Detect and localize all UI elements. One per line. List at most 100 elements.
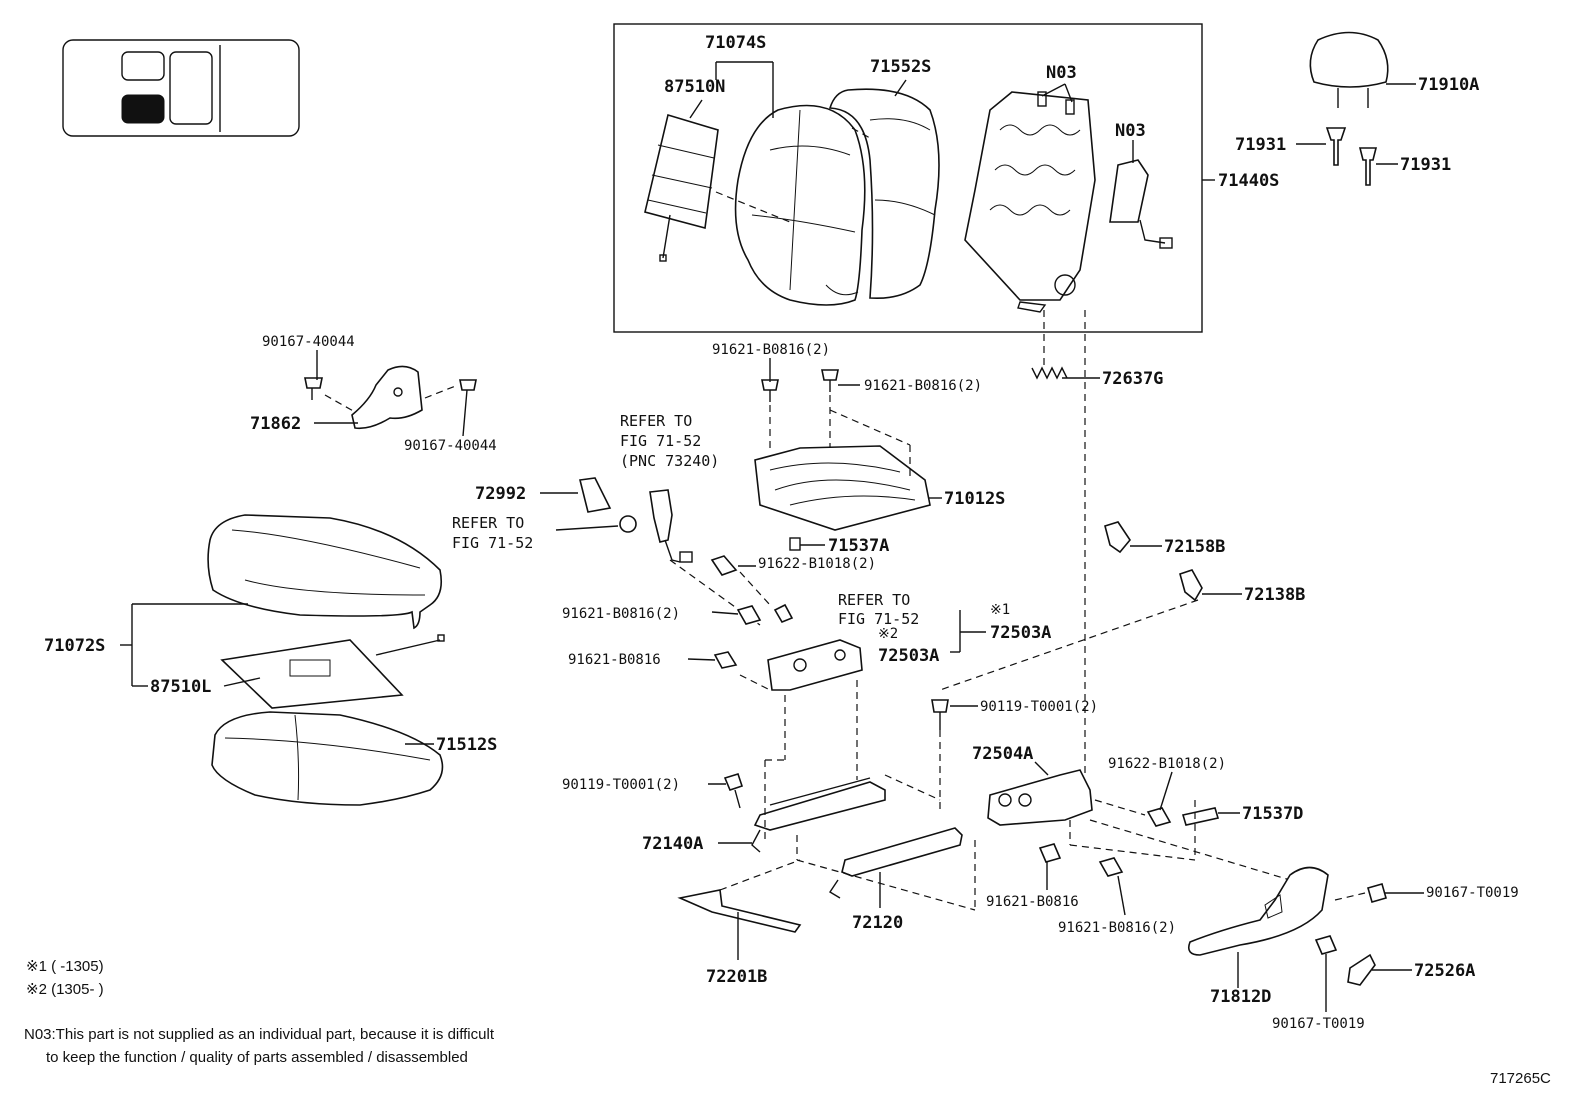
cover-72138B	[1179, 569, 1203, 602]
side-cover-72992	[579, 477, 612, 513]
side-shield-part	[1187, 866, 1329, 956]
seat-cushion-pad-part	[211, 711, 444, 806]
label-91622-B1018-2-top: 91622-B1018(2)	[758, 556, 876, 572]
bolt-91621-right-top	[821, 369, 839, 392]
screw-90167-40044-left	[304, 377, 323, 400]
label-72637G: 72637G	[1102, 369, 1163, 389]
seat-belt-buckle	[619, 489, 693, 563]
refer-c-line1: REFER TO	[838, 591, 910, 609]
label-N03-side: N03	[1115, 121, 1146, 141]
label-71512S: 71512S	[436, 735, 497, 755]
label-91622-B1018-2-right: 91622-B1018(2)	[1108, 756, 1226, 772]
label-71812D: 71812D	[1210, 987, 1271, 1007]
cover-72158B	[1104, 521, 1131, 554]
n03-note-line1: N03:This part is not supplied as an indi…	[24, 1026, 495, 1043]
label-71012S: 71012S	[944, 489, 1005, 509]
label-71931-left: 71931	[1235, 135, 1286, 155]
label-90167-40044-bottom: 90167-40044	[404, 438, 497, 454]
seat-position-legend	[62, 39, 300, 137]
label-71862: 71862	[250, 414, 301, 434]
label-71910A: 71910A	[1418, 75, 1479, 95]
headrest-part	[1309, 31, 1389, 108]
label-90167-T0019-top: 90167-T0019	[1426, 885, 1519, 901]
label-91621-B0816-left: 91621-B0816	[568, 652, 661, 668]
bolt-91622-B1018-b	[1146, 807, 1172, 827]
label-87510N: 87510N	[664, 77, 725, 97]
label-72504A: 72504A	[972, 744, 1033, 764]
bolt-91621-mid-b	[713, 651, 738, 669]
bolt-91621-lower-b	[1098, 857, 1124, 877]
label-71931-right: 71931	[1400, 155, 1451, 175]
seat-track-left	[751, 777, 886, 853]
refer-b-line1: REFER TO	[452, 514, 524, 532]
seatback-cover-part	[734, 104, 866, 306]
label-90119-T0001-2-right: 90119-T0001(2)	[980, 699, 1098, 715]
bolt-90119-right	[931, 699, 949, 730]
wire-72201B	[677, 889, 802, 933]
seatback-pad-part	[828, 88, 940, 300]
label-72138B: 72138B	[1244, 585, 1305, 605]
label-N03-frame: N03	[1046, 63, 1077, 83]
label-72503A-2: 72503A	[878, 646, 939, 666]
bolt-91621-mid-a	[736, 605, 762, 625]
cushion-frame-part	[754, 445, 931, 531]
label-90167-T0019-bottom: 90167-T0019	[1272, 1016, 1365, 1032]
label-91621-B0816-2-mid: 91621-B0816(2)	[864, 378, 982, 394]
label-72526A: 72526A	[1414, 961, 1475, 981]
headrest-guide-left	[1325, 127, 1347, 166]
headrest-guide-right	[1358, 147, 1378, 186]
label-71074S: 71074S	[705, 33, 766, 53]
footnote-1: ※1 ( -1305)	[26, 958, 104, 975]
n03-note-line2: to keep the function / quality of parts …	[46, 1049, 468, 1066]
label-71537A: 71537A	[828, 536, 889, 556]
bolt-91621-left-top	[761, 379, 779, 402]
label-91621-B0816-2-left: 91621-B0816(2)	[562, 606, 680, 622]
label-72201B: 72201B	[706, 967, 767, 987]
label-71440S: 71440S	[1218, 171, 1279, 191]
label-71072S: 71072S	[44, 636, 105, 656]
seat-cushion-cover-part	[207, 514, 443, 630]
label-87510L: 87510L	[150, 677, 211, 697]
label-90119-T0001-2-left: 90119-T0001(2)	[562, 777, 680, 793]
refer-a-line2: FIG 71-52	[620, 432, 701, 450]
seatback-heater-part	[644, 113, 719, 262]
label-mark-2: ※2	[878, 626, 898, 642]
label-mark-1: ※1	[990, 602, 1010, 618]
small-part-71537A	[789, 537, 801, 551]
label-90167-40044-top: 90167-40044	[262, 334, 355, 350]
refer-a-line3: (PNC 73240)	[620, 452, 719, 470]
leader-lines	[120, 61, 1424, 1012]
bolt-90119-left	[723, 773, 744, 809]
figure-code: 717265C	[1490, 1070, 1551, 1087]
label-91621-B0816-bottom: 91621-B0816	[986, 894, 1079, 910]
bolt-91622-B1018-a	[710, 555, 738, 576]
seat-heater-part	[220, 634, 445, 709]
inner-adjuster-part	[987, 769, 1093, 826]
seat-track-right	[829, 827, 963, 899]
bolt-91621-lower-a	[1038, 843, 1062, 863]
hinge-cover-part	[351, 365, 423, 430]
refer-c-line2: FIG 71-52	[838, 610, 919, 628]
refer-a-line1: REFER TO	[620, 412, 692, 430]
refer-b-line2: FIG 71-52	[452, 534, 533, 552]
screw-90167-40044-right	[459, 379, 477, 391]
n03-side-component	[1109, 159, 1173, 249]
label-72992: 72992	[475, 484, 526, 504]
seatback-assembly-box	[613, 23, 1203, 333]
recliner-part	[767, 603, 863, 691]
bolt-90167-T0019-top	[1367, 883, 1387, 903]
spring-part	[1031, 366, 1068, 380]
seatback-frame-part	[964, 91, 1096, 313]
label-72158B: 72158B	[1164, 537, 1225, 557]
label-91621-B0816-2-top: 91621-B0816(2)	[712, 342, 830, 358]
label-72140A: 72140A	[642, 834, 703, 854]
knob-72526A	[1347, 953, 1376, 986]
label-71552S: 71552S	[870, 57, 931, 77]
label-72120: 72120	[852, 913, 903, 933]
bolt-90167-T0019-bottom	[1314, 935, 1338, 955]
footnote-2: ※2 (1305- )	[26, 981, 104, 998]
rod-71537D	[1181, 807, 1220, 826]
label-91621-B0816-2-bottom: 91621-B0816(2)	[1058, 920, 1176, 936]
label-72503A-1: 72503A	[990, 623, 1051, 643]
